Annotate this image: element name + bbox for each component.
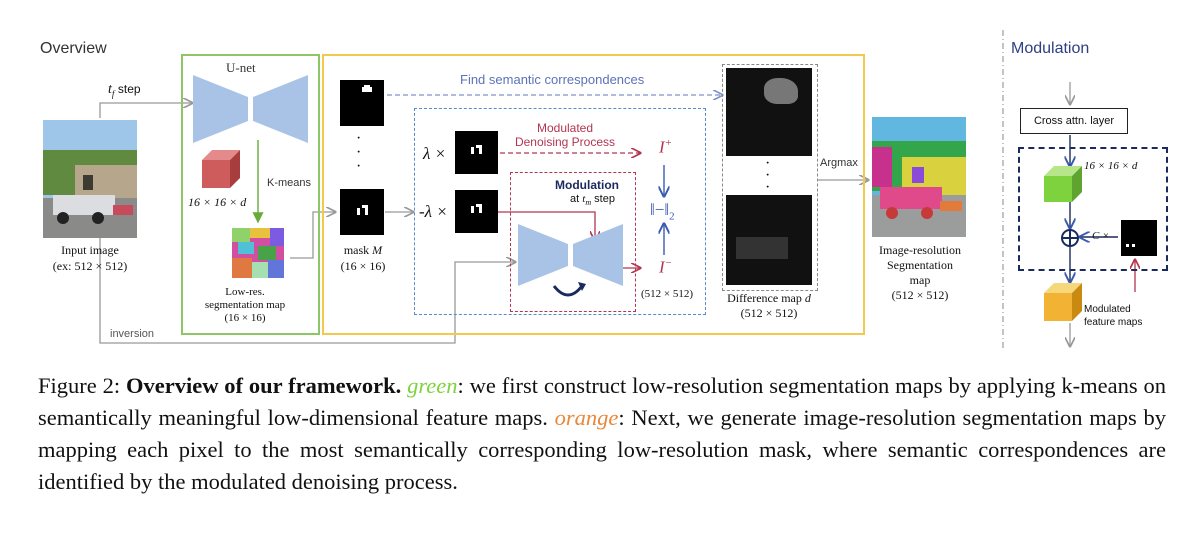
i-res: (512 × 512) <box>641 288 694 300</box>
feature-cube-icon <box>202 150 240 188</box>
cross-attn-box: Cross attn. layer <box>1020 108 1128 134</box>
blue-dashed-box <box>414 108 706 315</box>
section-separator <box>1002 30 1004 350</box>
diff-map-bottom <box>726 195 812 285</box>
input-image-label: Input image <box>61 243 119 257</box>
input-image <box>43 120 137 238</box>
mask-top <box>340 80 384 126</box>
find-corr-label: Find semantic correspondences <box>460 72 645 87</box>
diff-res: (512 × 512) <box>740 306 798 320</box>
modulation-box-title: Modulation <box>555 178 619 192</box>
overview-title: Overview <box>40 40 107 57</box>
loop-arrow-icon <box>552 282 586 297</box>
figure: Overview Modulation <box>40 30 1168 350</box>
green-box <box>181 54 320 335</box>
feature-dim-label: 16 × 16 × d <box>188 195 247 209</box>
orange-box <box>322 54 865 335</box>
kmeans-label: K-means <box>267 177 312 189</box>
seg-label-2: Segmentation <box>887 258 953 272</box>
modulated-feat-2: feature maps <box>1084 317 1143 328</box>
tf-symbol: t <box>108 82 112 97</box>
at-tm-step: at tm step <box>570 193 615 208</box>
diff-label: Difference map d <box>727 291 811 305</box>
norm-label: ‖−‖2 <box>650 200 675 223</box>
mask-lambda-pos <box>455 131 498 174</box>
modulated-unet-icon <box>518 224 623 286</box>
lowres-label-1: Low-res. <box>225 286 265 298</box>
lambda-pos: λ × <box>423 144 447 163</box>
mask-bottom <box>340 189 384 235</box>
seg-label-1: Image-resolution <box>879 243 961 257</box>
input-image-res: (ex: 512 × 512) <box>52 259 128 273</box>
figure-caption: Figure 2: Overview of our framework. gre… <box>38 370 1166 498</box>
caption-bold: Overview of our framework. <box>125 373 402 398</box>
caption-orange-text: : Next, we generate image-resolution seg… <box>38 405 1166 494</box>
modulation-title: Modulation <box>1011 40 1090 57</box>
green-feature-cube-icon <box>1044 166 1082 202</box>
inversion-label: inversion <box>110 328 155 340</box>
difference-map-box <box>722 64 818 291</box>
lowres-seg-map <box>232 228 284 278</box>
mod-feature-dim: 16 × 16 × d <box>1084 160 1138 172</box>
i-minus: I− <box>659 257 673 277</box>
caption-green-text: : we first construct low-resolution segm… <box>38 373 1167 430</box>
mask-dots: ··· <box>356 130 362 175</box>
modulation-dashed-box <box>510 172 636 312</box>
modulated-denoising-1: Modulated <box>536 121 594 135</box>
seg-res: (512 × 512) <box>891 288 949 302</box>
lowres-label-2: segmentation map <box>204 299 286 311</box>
tf-step-label: tf step <box>108 82 141 99</box>
diff-map-top <box>726 68 812 156</box>
modulated-feat-1: Modulated <box>1084 304 1131 315</box>
i-plus: I+ <box>659 137 673 157</box>
caption-prefix: Figure 2: <box>38 373 126 398</box>
mask-lambda-neg <box>455 190 498 233</box>
mask-res: (16 × 16) <box>340 259 386 273</box>
caption-orange-word: orange <box>554 405 619 430</box>
mask-label: mask M <box>343 243 383 257</box>
lambda-neg: -λ × <box>419 202 448 221</box>
orange-feature-cube-icon <box>1044 283 1082 321</box>
tf-sub: f <box>111 88 115 99</box>
segmentation-output <box>872 117 966 237</box>
lowres-label-3: (16 × 16) <box>224 312 266 324</box>
navy-dashed-box <box>1018 147 1168 271</box>
caption-green-word: green <box>407 373 458 398</box>
unet-encoder-icon <box>193 75 308 143</box>
argmax-label: Argmax <box>820 157 858 169</box>
modulated-denoising-2: Denoising Process <box>514 135 616 149</box>
add-circle-icon <box>1061 229 1079 247</box>
seg-label-3: map <box>909 273 931 287</box>
unet-label: U-net <box>226 60 256 75</box>
diff-dots: ··· <box>765 155 771 196</box>
c-times: C × <box>1092 230 1110 242</box>
modulation-mask <box>1121 220 1157 256</box>
tf-step-word: step <box>117 82 141 96</box>
